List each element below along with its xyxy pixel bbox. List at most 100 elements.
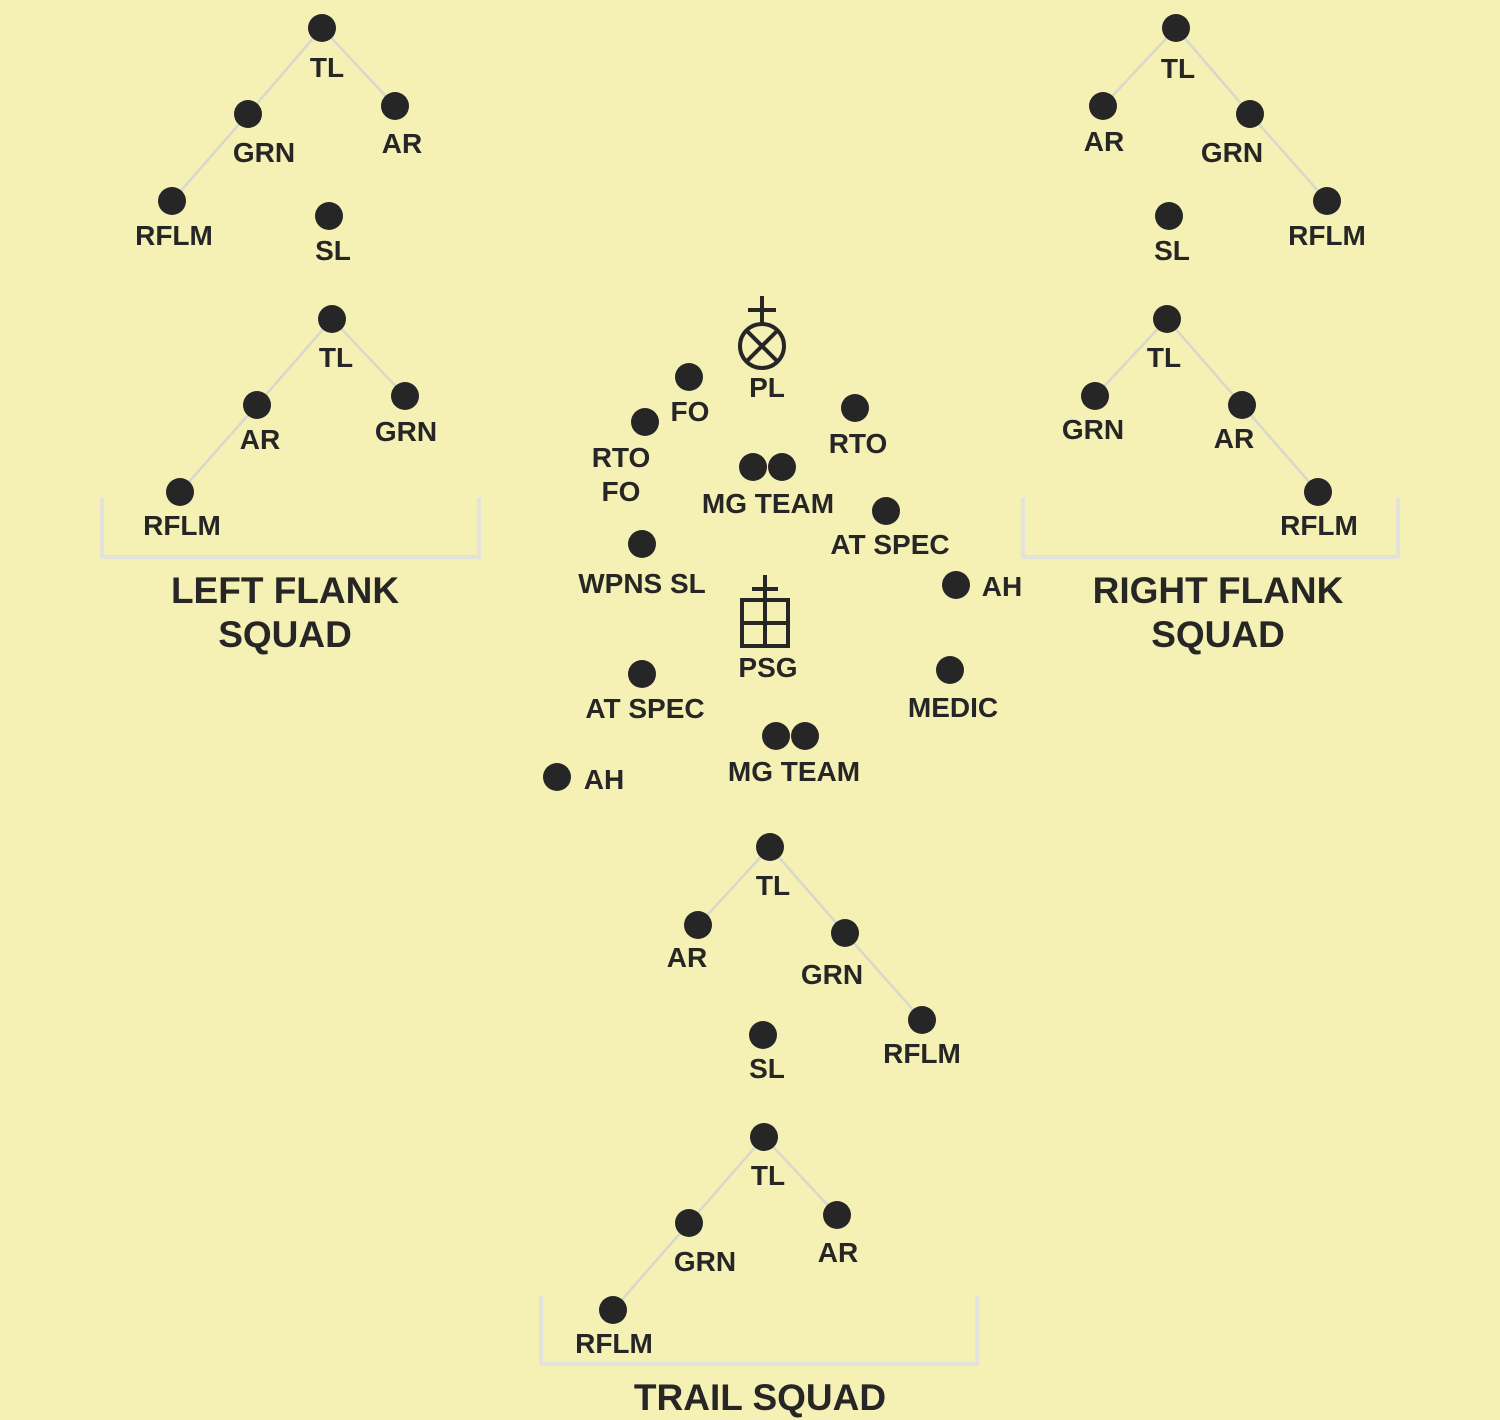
position-label: SL <box>1154 235 1190 266</box>
position-label: RFLM <box>143 510 221 541</box>
position-label: GRN <box>375 416 437 447</box>
link-line <box>256 318 333 406</box>
soldier-dot-tr-b-ar <box>823 1201 851 1229</box>
soldier-dot-hq-medic <box>936 656 964 684</box>
soldier-dot-hq-at1 <box>872 497 900 525</box>
link-line <box>769 846 846 934</box>
soldier-dot-tr-b-grn <box>675 1209 703 1237</box>
soldier-dot-rf-a-ar <box>1089 92 1117 120</box>
link-line <box>763 1136 838 1216</box>
position-label: TL <box>310 52 344 83</box>
soldier-dot-hq-mg1b <box>768 453 796 481</box>
soldier-dot-tr-a-ar <box>684 911 712 939</box>
soldier-dot-hq-wpns <box>628 530 656 558</box>
soldier-dot-lf-b-ar <box>243 391 271 419</box>
link-line <box>179 404 258 493</box>
soldier-dot-hq-rto <box>841 394 869 422</box>
position-label: FO <box>671 396 710 427</box>
soldier-dot-rf-a-tl <box>1162 14 1190 42</box>
position-label: TL <box>1161 53 1195 84</box>
link-line <box>612 1222 690 1311</box>
soldier-dot-hq-ah2 <box>543 763 571 791</box>
position-label: PSG <box>738 652 797 683</box>
link-line <box>844 932 923 1021</box>
link-line <box>331 318 406 397</box>
link-line <box>1102 27 1177 107</box>
soldier-dot-tr-b-rflm <box>599 1296 627 1324</box>
soldier-dot-hq-rto-fo <box>631 408 659 436</box>
squad-caption: RIGHT FLANK <box>1093 570 1344 611</box>
squad-bracket <box>539 1296 979 1366</box>
position-label: FO <box>602 476 641 507</box>
position-label: AT SPEC <box>585 693 704 724</box>
link-line <box>688 1136 765 1224</box>
position-label: RFLM <box>1280 510 1358 541</box>
position-label: RFLM <box>883 1038 961 1069</box>
position-label: WPNS SL <box>578 568 706 599</box>
position-label: RTO <box>829 428 888 459</box>
platoon-sergeant-symbol-icon <box>740 575 790 648</box>
soldier-dot-rf-b-rflm <box>1304 478 1332 506</box>
link-line <box>1166 318 1243 406</box>
link-line <box>1175 27 1251 115</box>
position-label: AR <box>1214 423 1254 454</box>
soldier-dot-tr-a-tl <box>756 833 784 861</box>
soldier-dot-rf-a-grn <box>1236 100 1264 128</box>
soldier-dot-hq-mg2b <box>791 722 819 750</box>
link-line <box>1241 404 1319 493</box>
soldier-dot-lf-a-ar <box>381 92 409 120</box>
soldier-dot-hq-fo <box>675 363 703 391</box>
position-label: AR <box>1084 126 1124 157</box>
soldier-dot-rf-sl <box>1155 202 1183 230</box>
squad-bracket <box>1021 498 1400 559</box>
soldier-dot-lf-a-tl <box>308 14 336 42</box>
link-line <box>1094 318 1168 397</box>
position-label: TL <box>751 1160 785 1191</box>
position-label: GRN <box>233 137 295 168</box>
soldier-dot-lf-b-tl <box>318 305 346 333</box>
position-label: RFLM <box>575 1328 653 1359</box>
position-label: GRN <box>674 1246 736 1277</box>
position-label: MEDIC <box>908 692 998 723</box>
position-label: MG TEAM <box>702 488 834 519</box>
soldier-dot-rf-a-rflm <box>1313 187 1341 215</box>
soldier-dot-lf-a-grn <box>234 100 262 128</box>
platoon-leader-symbol-icon <box>738 296 786 370</box>
position-label: RTO <box>592 442 651 473</box>
soldier-dot-rf-b-grn <box>1081 382 1109 410</box>
link-line <box>321 27 396 107</box>
position-label: PL <box>749 372 785 403</box>
squad-caption: SQUAD <box>218 614 352 655</box>
soldier-dot-hq-mg2a <box>762 722 790 750</box>
soldier-dot-tr-b-tl <box>750 1123 778 1151</box>
squad-caption: TRAIL SQUAD <box>634 1377 886 1418</box>
soldier-dot-hq-ah1 <box>942 571 970 599</box>
soldier-dot-lf-b-grn <box>391 382 419 410</box>
position-label: AR <box>240 424 280 455</box>
soldier-dot-tr-a-grn <box>831 919 859 947</box>
position-label: AR <box>667 942 707 973</box>
position-label: GRN <box>1201 137 1263 168</box>
link-line <box>697 846 771 926</box>
soldier-dot-rf-b-tl <box>1153 305 1181 333</box>
link-line <box>1249 113 1328 202</box>
position-label: AH <box>982 571 1022 602</box>
soldier-dot-lf-sl <box>315 202 343 230</box>
position-label: RFLM <box>1288 220 1366 251</box>
position-label: AR <box>382 128 422 159</box>
position-label: TL <box>319 342 353 373</box>
link-line <box>171 113 249 202</box>
position-label: GRN <box>1062 414 1124 445</box>
link-line <box>247 27 323 115</box>
squad-bracket <box>100 498 481 559</box>
soldier-dot-lf-a-rflm <box>158 187 186 215</box>
soldier-dot-hq-at2 <box>628 660 656 688</box>
position-label: AR <box>818 1237 858 1268</box>
squad-caption: SQUAD <box>1151 614 1285 655</box>
position-label: RFLM <box>135 220 213 251</box>
soldier-dot-rf-b-ar <box>1228 391 1256 419</box>
position-label: SL <box>749 1053 785 1084</box>
position-label: MG TEAM <box>728 756 860 787</box>
